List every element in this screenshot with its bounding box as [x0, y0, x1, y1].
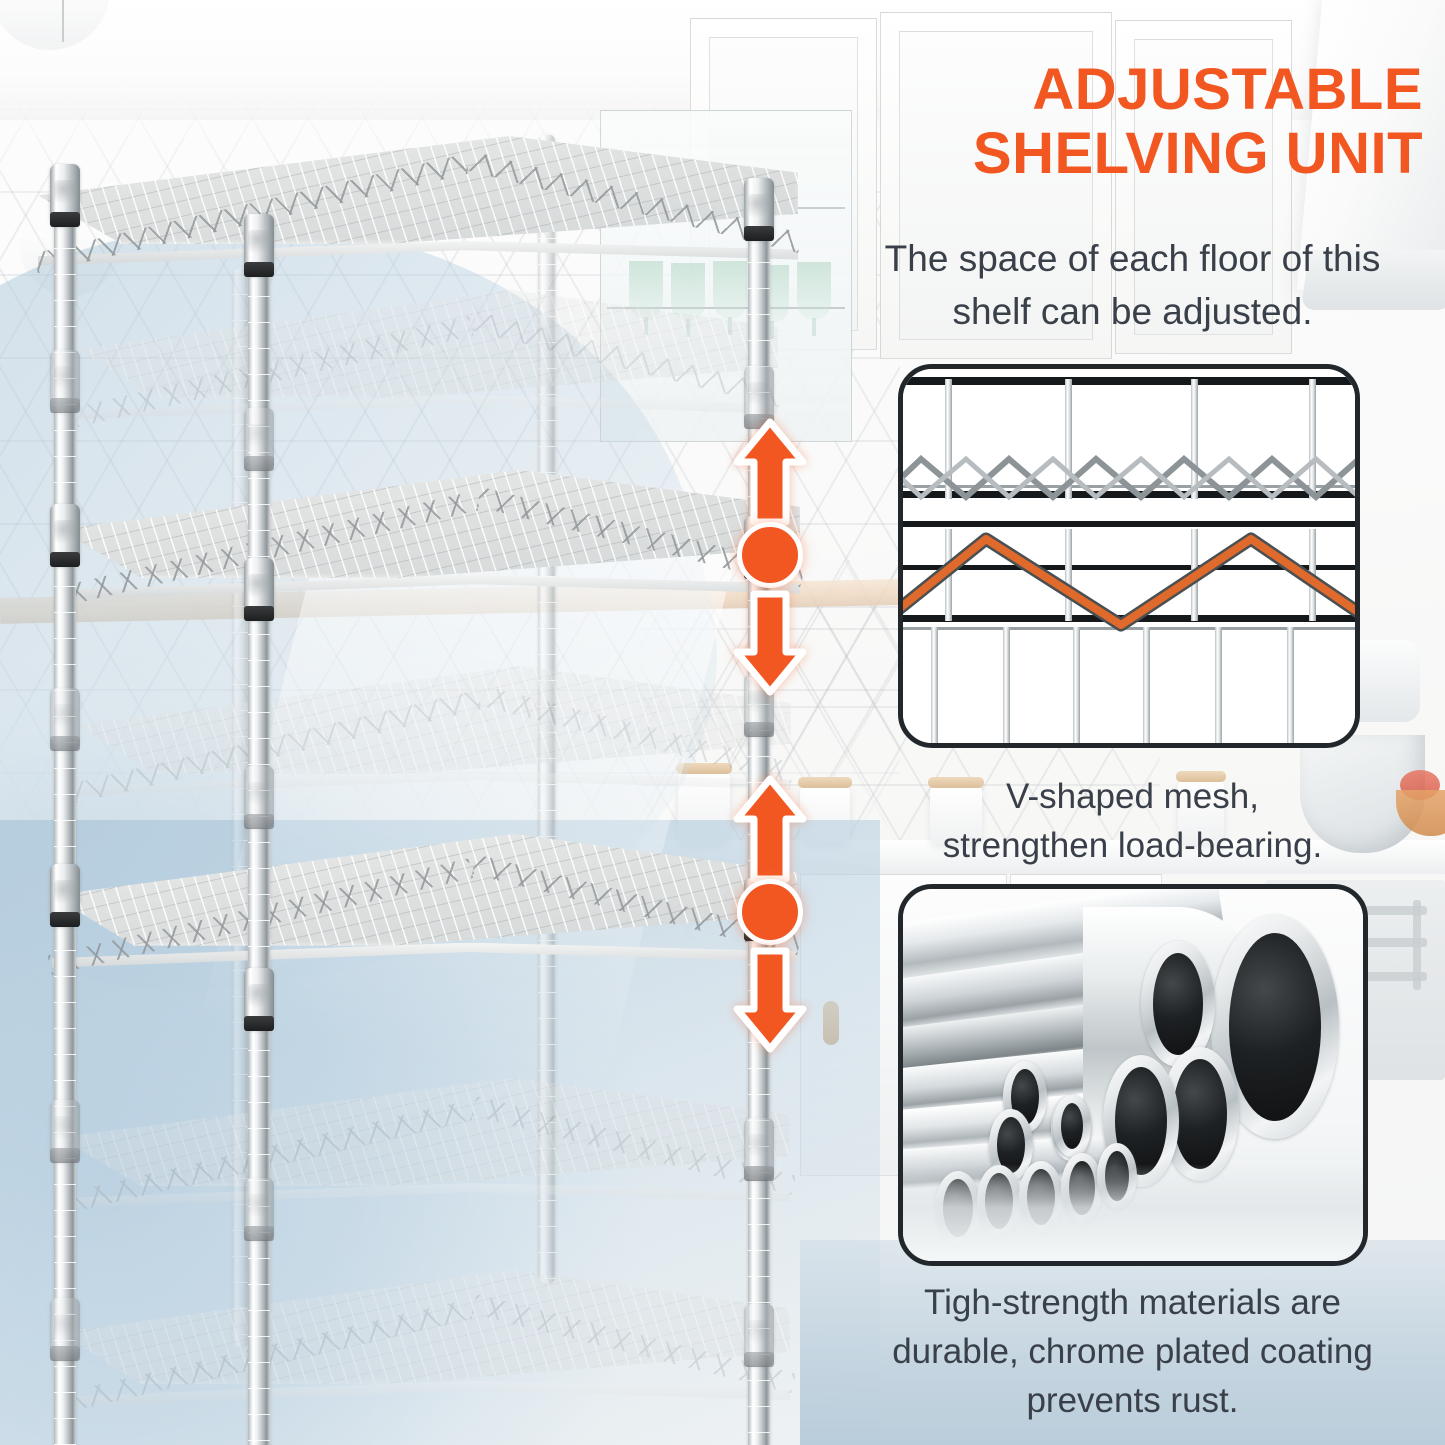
shelf-collar-band	[744, 1166, 774, 1181]
caption-line-2: durable, chrome plated coating	[892, 1332, 1373, 1371]
shelf-collar-band	[50, 736, 80, 751]
adjust-handle-dot-icon	[737, 522, 803, 588]
rack-post-front-middle	[248, 218, 270, 1445]
shelf-collar-band	[244, 1226, 274, 1241]
caption-line-1: V-shaped mesh,	[1006, 777, 1259, 816]
shelf-collar-band	[50, 1148, 80, 1163]
caption-line-3: prevents rust.	[1026, 1381, 1239, 1420]
upper-cabinet	[1115, 20, 1292, 354]
subtitle-line-2: shelf can be adjusted.	[952, 291, 1313, 332]
feature-caption-v-mesh: V-shaped mesh, strengthen load-bearing.	[820, 772, 1445, 870]
down-arrow-icon	[731, 947, 809, 1053]
caption-line-1: Tigh-strength materials are	[924, 1283, 1341, 1322]
shelf-level-7	[33, 136, 803, 286]
shelf-level-3	[47, 834, 802, 989]
caption-line-2: strengthen load-bearing.	[942, 826, 1323, 865]
shelf-collar-band	[244, 262, 274, 277]
adjust-indicator-upper	[731, 418, 809, 696]
headline-line-1: ADJUSTABLE	[1032, 57, 1423, 122]
adjust-handle-dot-icon	[737, 879, 803, 945]
marketing-copy-column: ADJUSTABLE SHELVING UNIT The space of ea…	[820, 0, 1445, 1445]
upper-cabinet	[880, 12, 1112, 359]
subtitle-line-1: The space of each floor of this	[884, 238, 1381, 279]
feature-image-v-mesh	[898, 364, 1360, 748]
shelf-level-2-ghost	[55, 1078, 795, 1228]
down-arrow-icon	[731, 590, 809, 696]
shelf-level-1-ghost	[55, 1270, 795, 1428]
subtitle: The space of each floor of this shelf ca…	[820, 232, 1445, 338]
shelf-collar-band	[50, 552, 80, 567]
feature-image-chrome-pipes	[898, 884, 1368, 1266]
shelving-unit	[18, 118, 818, 1445]
shelf-collar-band	[50, 912, 80, 927]
shelf-collar-band	[50, 212, 80, 227]
bottom-caption-wash	[800, 1240, 1445, 1445]
headline-line-2: SHELVING UNIT	[972, 121, 1423, 186]
up-arrow-icon	[731, 418, 809, 526]
shelf-collar-band	[744, 226, 774, 241]
shelf-collar-band	[744, 722, 774, 737]
shelf-collar-band	[744, 1352, 774, 1367]
shelf-collar-band	[244, 456, 274, 471]
shelf-level-5	[55, 470, 805, 620]
up-arrow-icon	[731, 775, 809, 883]
page-title: ADJUSTABLE SHELVING UNIT	[820, 58, 1445, 186]
rack-post-back-right	[538, 134, 556, 1284]
shelf-collar-band	[50, 398, 80, 413]
shelf-collar-band	[244, 606, 274, 621]
kitchen-jar	[1176, 771, 1226, 844]
pendant-cord	[62, 0, 64, 42]
shelf-collar-band	[50, 1346, 80, 1361]
shelf-level-6-ghost	[73, 290, 783, 440]
shelf-collar-band	[244, 814, 274, 829]
adjust-indicator-lower	[731, 775, 809, 1053]
feature-caption-chrome-pipes: Tigh-strength materials are durable, chr…	[820, 1278, 1445, 1425]
shelf-level-4-ghost	[71, 666, 796, 816]
shelf-collar-band	[244, 1016, 274, 1031]
